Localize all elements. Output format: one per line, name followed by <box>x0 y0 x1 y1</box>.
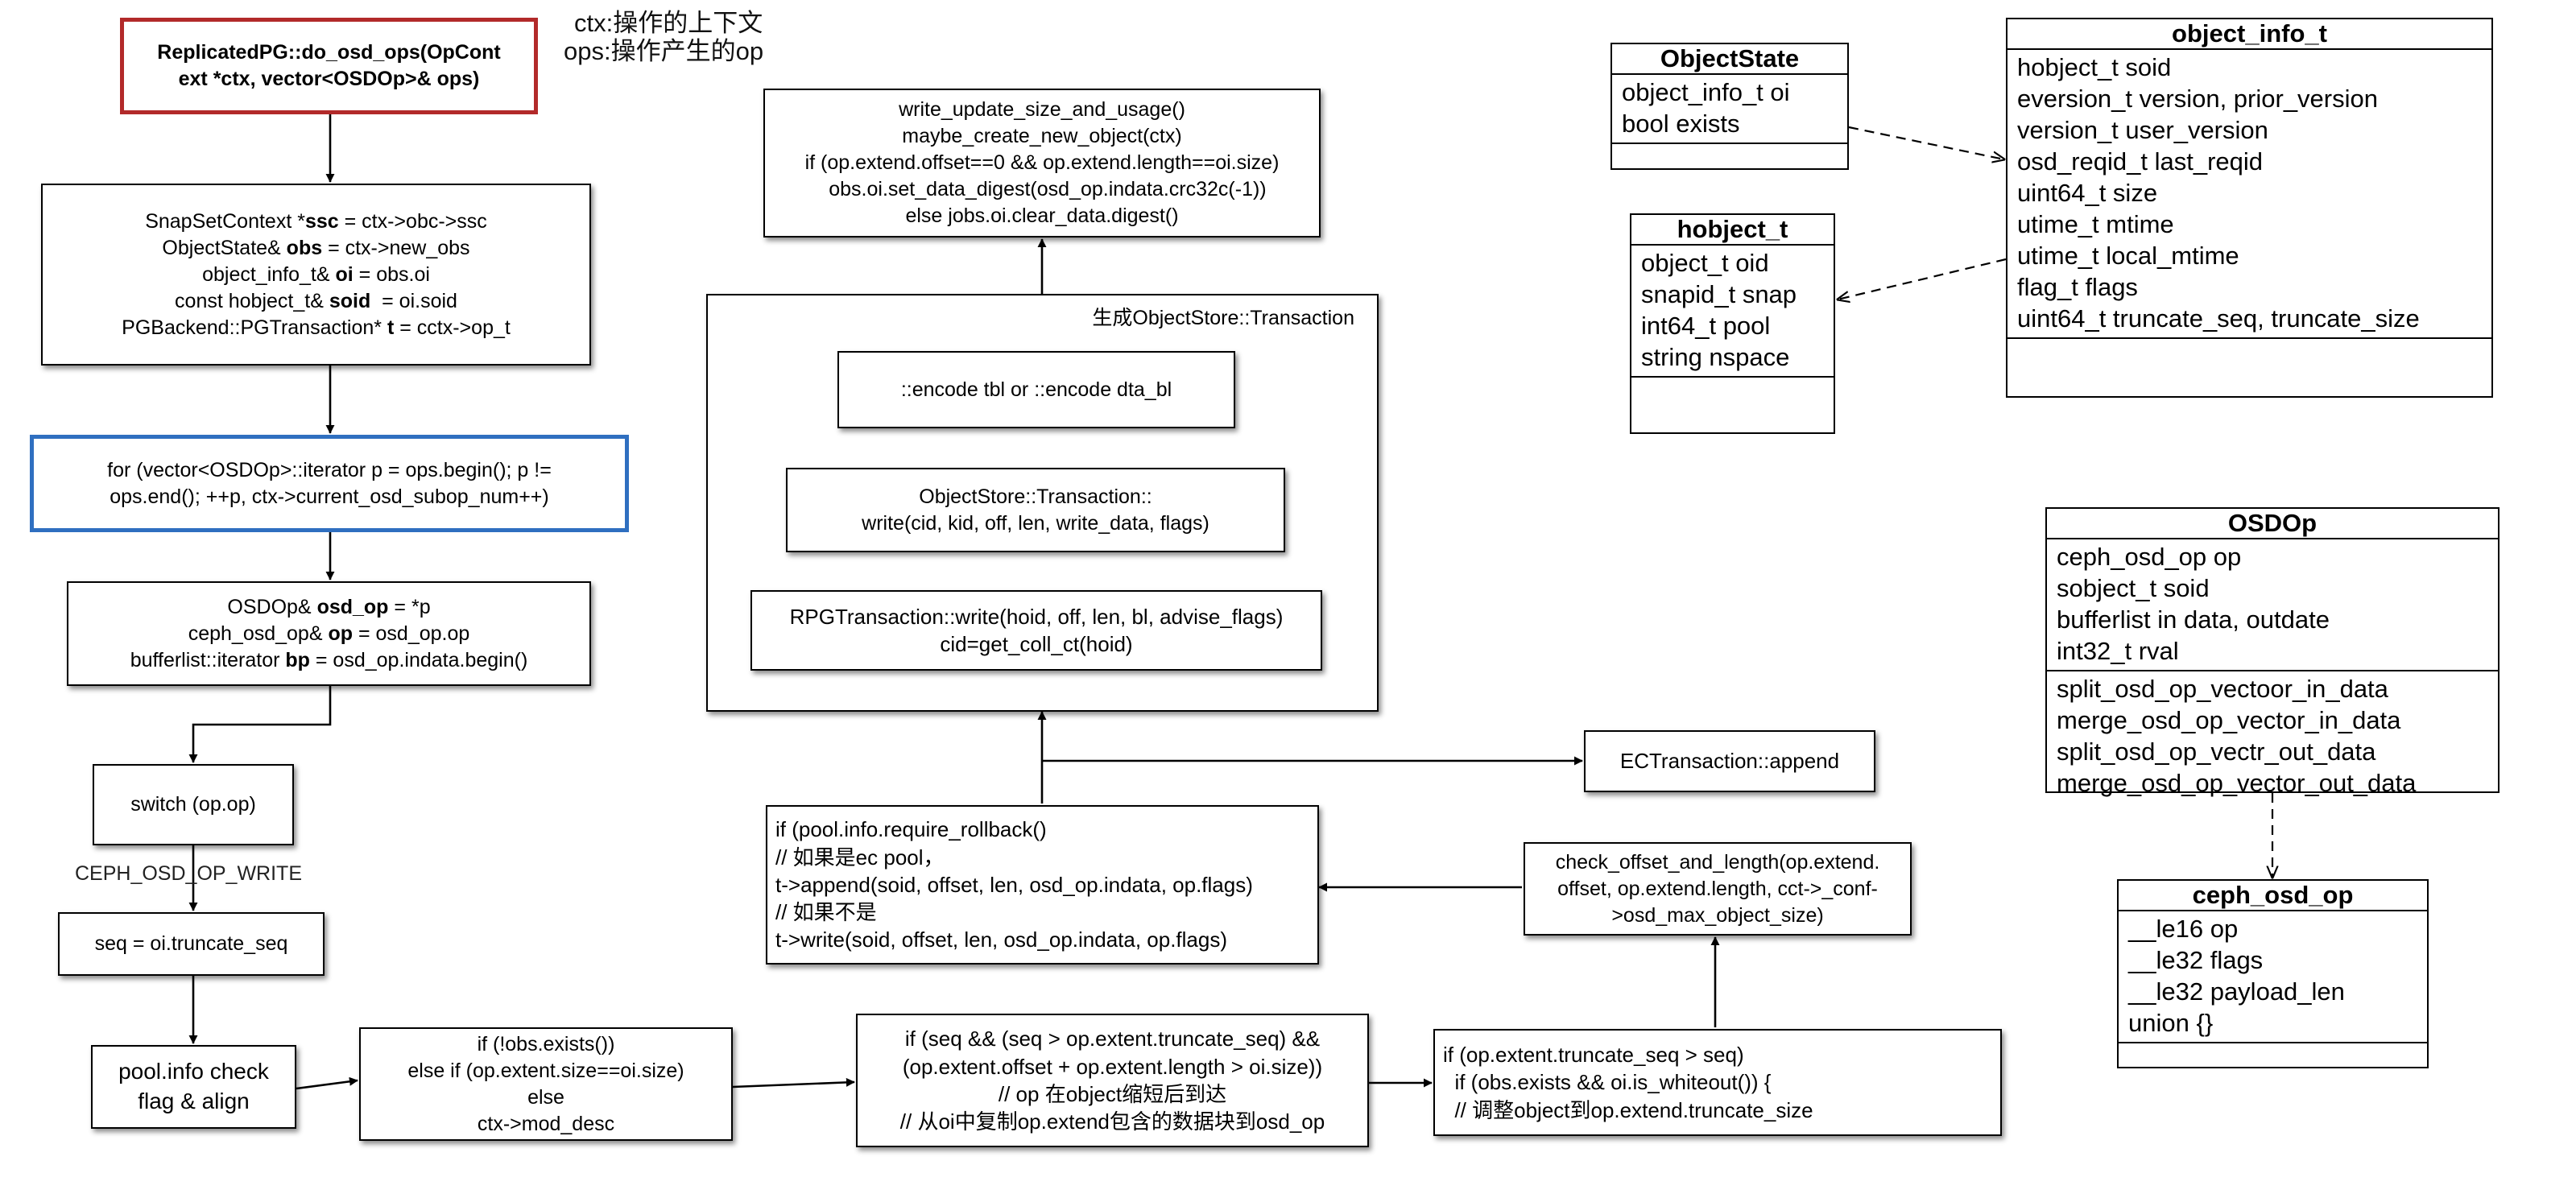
class-name: object_info_t <box>2007 19 2491 50</box>
class-field: object_info_t oi <box>1622 78 1790 106</box>
class-field: uint64_t truncate_seq, truncate_size <box>2017 304 2420 333</box>
edge-osdop-to-switch <box>188 686 332 763</box>
ec-append-node: ECTransaction::append <box>1584 730 1875 792</box>
class-field: utime_t local_mtime <box>2017 242 2239 270</box>
class-field: sobject_t soid <box>2057 574 2210 602</box>
seq-node: seq = oi.truncate_seq <box>58 912 325 976</box>
class-field: object_t oid <box>1641 249 1769 277</box>
encode-node: ::encode tbl or ::encode dta_bl <box>837 351 1235 428</box>
class-object-info: object_info_t hobject_t soid eversion_t … <box>2006 18 2493 398</box>
note-ctx: ctx:操作的上下文 <box>574 9 763 37</box>
class-field: int32_t rval <box>2057 637 2179 665</box>
check-offset-node: check_offset_and_length(op.extend. offse… <box>1524 842 1912 936</box>
transaction-title: 生成ObjectStore::Transaction <box>1092 307 1354 329</box>
exists-check-node: if (!obs.exists()) else if (op.extent.si… <box>359 1027 733 1141</box>
class-field: union {} <box>2128 1009 2214 1037</box>
class-field: snapid_t snap <box>1641 280 1797 308</box>
class-field: version_t user_version <box>2017 116 2268 144</box>
do-osd-ops-entry-node: ReplicatedPG::do_osd_ops(OpCont ext *ctx… <box>120 18 538 114</box>
context-setup-node: SnapSetContext *ssc = ctx->obc->ssc Obje… <box>41 184 591 366</box>
class-objectstate: ObjectState object_info_t oi bool exists <box>1611 43 1849 170</box>
class-field: bufferlist in data, outdate <box>2057 605 2330 634</box>
ops-loop-node: for (vector<OSDOp>::iterator p = ops.beg… <box>30 435 629 532</box>
class-method: split_osd_op_vectoor_in_data <box>2057 675 2388 703</box>
os-transaction-write-node: ObjectStore::Transaction:: write(cid, ki… <box>786 468 1285 552</box>
dep-objectstate-to-objectinfo <box>1848 126 2004 159</box>
class-field: flag_t flags <box>2017 273 2138 301</box>
class-name: hobject_t <box>1631 215 1834 246</box>
class-field: __le32 flags <box>2128 946 2264 974</box>
class-hobject: hobject_t object_t oid snapid_t snap int… <box>1630 213 1835 434</box>
edge-checkflag-to-exists <box>296 1076 358 1090</box>
edge-exists-to-seqcmp <box>732 1077 855 1089</box>
class-method: merge_osd_op_vector_in_data <box>2057 706 2401 734</box>
context-line: object_info_t& oi = obs.oi <box>202 262 430 286</box>
class-field: bool exists <box>1622 109 1740 138</box>
context-line: const hobject_t& soid = oi.soid <box>175 289 457 312</box>
osdop-setup-node: OSDOp& osd_op = *p ceph_osd_op& op = osd… <box>67 581 591 686</box>
class-name: ceph_osd_op <box>2119 881 2427 911</box>
class-field: osd_reqid_t last_reqid <box>2017 147 2264 176</box>
class-field: hobject_t soid <box>2017 53 2172 81</box>
seq-compare-node: if (seq && (seq > op.extent.truncate_seq… <box>856 1014 1369 1147</box>
class-name: ObjectState <box>1612 44 1847 75</box>
note-ops: ops:操作产生的op <box>564 37 764 65</box>
class-method: merge_osd_op_vector_out_data <box>2057 769 2417 797</box>
dep-objectinfo-to-hobject <box>1838 258 2007 300</box>
rollback-node: if (pool.info.require_rollback() // 如果是e… <box>766 805 1319 965</box>
class-field: ceph_osd_op op <box>2057 543 2242 571</box>
label-case-write: CEPH_OSD_OP_WRITE <box>75 862 303 885</box>
update-size-node: write_update_size_and_usage() maybe_crea… <box>763 89 1321 238</box>
switch-node: switch (op.op) <box>93 764 294 845</box>
class-field: int64_t pool <box>1641 312 1771 340</box>
class-field: uint64_t size <box>2017 179 2158 207</box>
class-name: OSDOp <box>2047 509 2498 539</box>
class-field: string nspace <box>1641 343 1790 371</box>
context-line: PGBackend::PGTransaction* t = cctx->op_t <box>122 316 511 339</box>
class-osdop: OSDOp ceph_osd_op op sobject_t soid buff… <box>2045 507 2500 797</box>
class-field: __le16 op <box>2128 915 2239 943</box>
class-field: eversion_t version, prior_version <box>2017 85 2378 113</box>
class-ceph-osd-op: ceph_osd_op __le16 op __le32 flags __le3… <box>2117 879 2429 1068</box>
class-field: utime_t mtime <box>2017 210 2174 238</box>
class-method: split_osd_op_vectr_out_data <box>2057 737 2376 766</box>
class-field: __le32 payload_len <box>2128 977 2345 1006</box>
truncate-node: if (op.extent.truncate_seq > seq) if (ob… <box>1433 1029 2002 1136</box>
check-flag-node: pool.info check flag & align <box>91 1045 296 1129</box>
context-line: ObjectState& obs = ctx->new_obs <box>162 236 470 259</box>
context-line: SnapSetContext *ssc = ctx->obc->ssc <box>145 209 487 233</box>
rpg-transaction-write-node: RPGTransaction::write(hoid, off, len, bl… <box>750 590 1322 671</box>
